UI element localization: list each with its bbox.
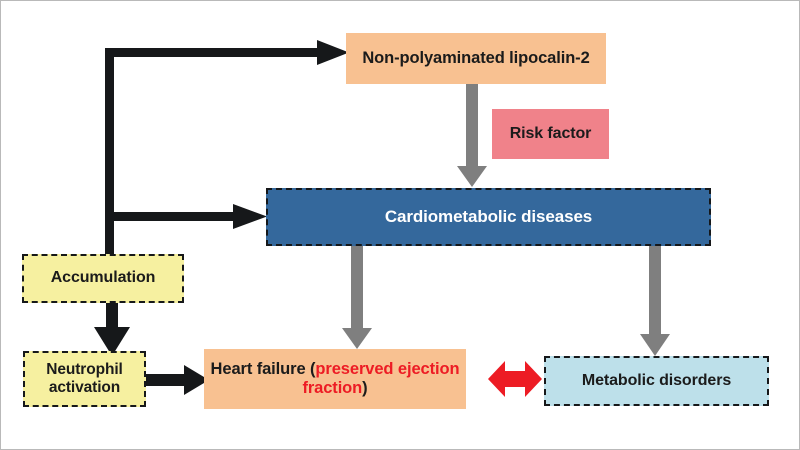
arrowhead-to-lipocalin bbox=[317, 40, 349, 65]
connector-lipocalin-to-cardio bbox=[456, 84, 488, 188]
node-heart-failure[interactable]: Heart failure (preserved ejection fracti… bbox=[204, 349, 466, 409]
node-risk-factor[interactable]: Risk factor bbox=[492, 109, 609, 159]
node-neutrophil-activation[interactable]: Neutrophil activation bbox=[23, 351, 146, 407]
connector-accumulation-to-neutrophil bbox=[93, 301, 131, 357]
node-non-polyaminated-lipocalin-2[interactable]: Non-polyaminated lipocalin-2 bbox=[346, 33, 606, 84]
node-cardiometabolic-diseases[interactable]: Cardiometabolic diseases bbox=[266, 188, 711, 246]
heart-failure-label-prefix: Heart failure ( bbox=[210, 359, 316, 378]
node-label-neutrophil-activation: Neutrophil activation bbox=[46, 360, 123, 396]
connector-cardio-to-metabolic bbox=[639, 246, 671, 357]
node-label-risk-factor: Risk factor bbox=[509, 124, 592, 142]
heart-failure-label-highlight: preserved ejection fraction bbox=[302, 359, 460, 397]
heart-failure-label-suffix: ) bbox=[362, 379, 368, 397]
node-label-accumulation: Accumulation bbox=[50, 269, 156, 287]
red-double-arrow-icon bbox=[488, 361, 542, 397]
gray-down-arrow-icon bbox=[342, 246, 372, 349]
gray-down-arrow-icon bbox=[457, 84, 487, 187]
node-label-metabolic-disorders: Metabolic disorders bbox=[581, 371, 732, 389]
node-label-heart-failure: Heart failure (preserved ejection fracti… bbox=[204, 360, 466, 399]
black-down-arrow-icon bbox=[94, 301, 130, 356]
branch-horizontal-top bbox=[105, 48, 323, 57]
trunk-vertical-line bbox=[105, 48, 114, 259]
connector-heartfailure-metabolic-bidirectional bbox=[488, 359, 542, 399]
node-label-cardiometabolic-diseases: Cardiometabolic diseases bbox=[384, 206, 593, 226]
node-label-lipocalin: Non-polyaminated lipocalin-2 bbox=[362, 48, 590, 67]
node-accumulation[interactable]: Accumulation bbox=[22, 254, 184, 303]
black-right-arrow-icon bbox=[144, 365, 209, 395]
connector-cardio-to-heartfailure bbox=[341, 246, 373, 350]
connector-neutrophil-to-heartfailure bbox=[144, 364, 210, 396]
branch-horizontal-middle bbox=[105, 212, 239, 221]
node-metabolic-disorders[interactable]: Metabolic disorders bbox=[544, 356, 769, 406]
gray-down-arrow-icon bbox=[640, 246, 670, 356]
arrowhead-to-cardio bbox=[233, 204, 267, 229]
